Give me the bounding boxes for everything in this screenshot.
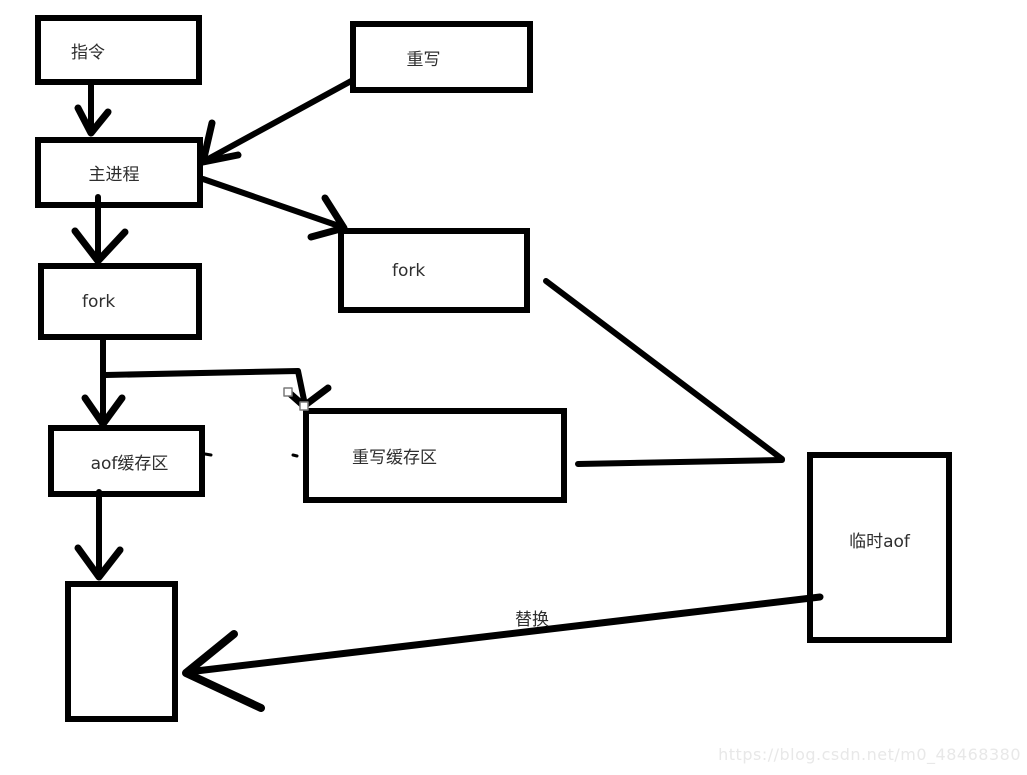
arrow-replace-line bbox=[192, 593, 824, 675]
node-aof-buffer: aof缓存区 bbox=[48, 425, 205, 497]
arrow-fork-left-to-aof-buffer bbox=[81, 335, 126, 428]
node-fork-right: fork bbox=[338, 228, 530, 313]
arrow-aof-buffer-to-new-aof bbox=[74, 489, 124, 581]
arrow-fork-left-to-rewrite-buffer bbox=[103, 368, 332, 411]
stray-mark bbox=[203, 452, 213, 457]
node-rewrite: 重写 bbox=[350, 21, 533, 93]
line-rewrite-buffer-to-temp-aof bbox=[575, 457, 785, 467]
node-aof-buffer-label: aof缓存区 bbox=[90, 453, 169, 474]
node-fork-right-label: fork bbox=[392, 260, 426, 281]
arrowhead-down-icon bbox=[74, 544, 124, 581]
node-instruction-label: 指令 bbox=[71, 42, 105, 63]
node-rewrite-label: 重写 bbox=[406, 49, 441, 70]
arrow-temp-aof-to-new-aof bbox=[182, 593, 824, 712]
node-rewrite-buffer-label: 重写缓存区 bbox=[352, 448, 437, 468]
arrow-fork-left-to-rewrite-buffer-line bbox=[103, 368, 307, 403]
arrow-main-to-fork-right bbox=[200, 176, 348, 241]
line-fork-right-to-temp-aof bbox=[543, 278, 785, 462]
node-temp-aof-label: 临时aof bbox=[849, 532, 910, 552]
node-temp-aof: 临时aof bbox=[807, 452, 952, 643]
selection-handle bbox=[283, 387, 293, 397]
node-main-process-label: 主进程 bbox=[88, 165, 140, 185]
node-fork-left: fork bbox=[38, 263, 202, 340]
arrow-main-to-fork-right-line bbox=[200, 176, 342, 229]
edge-label-replace: 替换 bbox=[515, 610, 549, 630]
arrow-instruction-to-main bbox=[74, 82, 112, 137]
arrow-rewrite-to-main bbox=[199, 77, 356, 166]
arrowhead-down-icon bbox=[74, 104, 112, 137]
arrowhead-left-down-icon bbox=[199, 119, 242, 166]
node-main-process: 主进程 bbox=[35, 137, 203, 208]
stray-mark bbox=[291, 453, 299, 458]
watermark-text: https://blog.csdn.net/m0_48468380 bbox=[718, 745, 1021, 764]
node-rewrite-buffer: 重写缓存区 bbox=[303, 408, 567, 503]
arrowhead-down-icon bbox=[81, 394, 126, 428]
node-new-aof-file bbox=[65, 581, 178, 722]
arrowhead-down-icon bbox=[283, 384, 332, 410]
arrowhead-left-icon bbox=[182, 630, 265, 712]
arrowhead-down-icon bbox=[71, 227, 129, 265]
node-fork-left-label: fork bbox=[82, 291, 116, 312]
node-instruction: 指令 bbox=[35, 15, 202, 85]
arrow-rewrite-to-main-line bbox=[207, 77, 356, 161]
